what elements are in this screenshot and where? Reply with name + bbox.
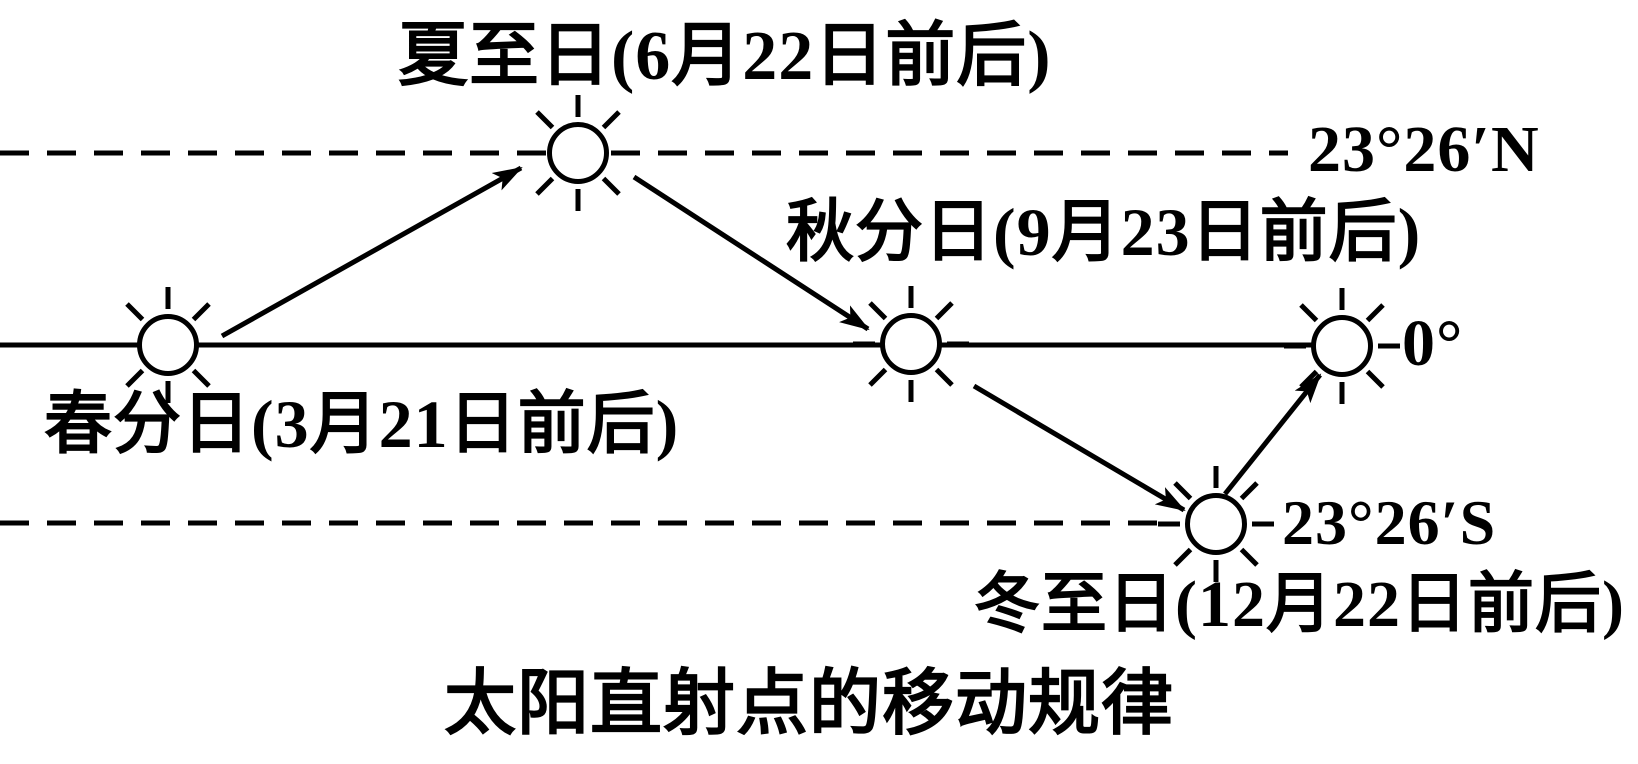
sun-ray (601, 110, 621, 130)
equator-label: 0° (1402, 307, 1464, 380)
sun-ray (601, 176, 621, 196)
sun-ray (1239, 481, 1259, 501)
sun-icon-winter-solstice (1158, 466, 1274, 582)
winter-solstice-label: 冬至日(12月22日前后) (974, 568, 1625, 641)
sun-ray (1365, 369, 1385, 389)
sun-ray (191, 302, 211, 322)
sun-ray (868, 367, 888, 387)
sun-ray (535, 110, 555, 130)
sun-disc (880, 313, 942, 375)
arrow-summer-to-autumn (632, 174, 870, 332)
sun-disc (1311, 315, 1373, 377)
sun-ray (1173, 481, 1193, 501)
sun-ray (934, 301, 954, 321)
summer-solstice-label: 夏至日(6月22日前后) (398, 18, 1052, 95)
sun-ray (868, 301, 888, 321)
sun-icon-summer-solstice (520, 95, 636, 211)
sun-disc (137, 314, 199, 376)
arrow-spring-to-summer (220, 165, 523, 339)
sun-disc (547, 122, 609, 184)
sun-ray (1365, 303, 1385, 323)
sun-ray (1239, 547, 1259, 567)
arrow-winter-to-equator (1223, 373, 1322, 496)
sun-ray (1299, 369, 1319, 389)
tropic-of-cancer-label: 23°26′N (1308, 113, 1540, 186)
sun-icon-equator-return (1284, 288, 1400, 404)
autumn-equinox-label: 秋分日(9月23日前后) (786, 194, 1422, 270)
arrow-autumn-to-winter (972, 383, 1186, 513)
sun-ray (1173, 547, 1193, 567)
tropic-of-capricorn-label: 23°26′S (1282, 487, 1497, 558)
sun-ray (125, 302, 145, 322)
sun-disc (1185, 493, 1247, 555)
diagram-title: 太阳直射点的移动规律 (444, 664, 1175, 744)
sun-icon-autumn-equinox (853, 286, 969, 402)
sun-ray (535, 176, 555, 196)
spring-equinox-label: 春分日(3月21日前后) (44, 386, 680, 462)
sun-ray (934, 367, 954, 387)
sun-ray (125, 368, 145, 388)
sun-ray (1299, 303, 1319, 323)
sun-ray (191, 368, 211, 388)
sun-icon-spring-equinox (110, 287, 226, 403)
